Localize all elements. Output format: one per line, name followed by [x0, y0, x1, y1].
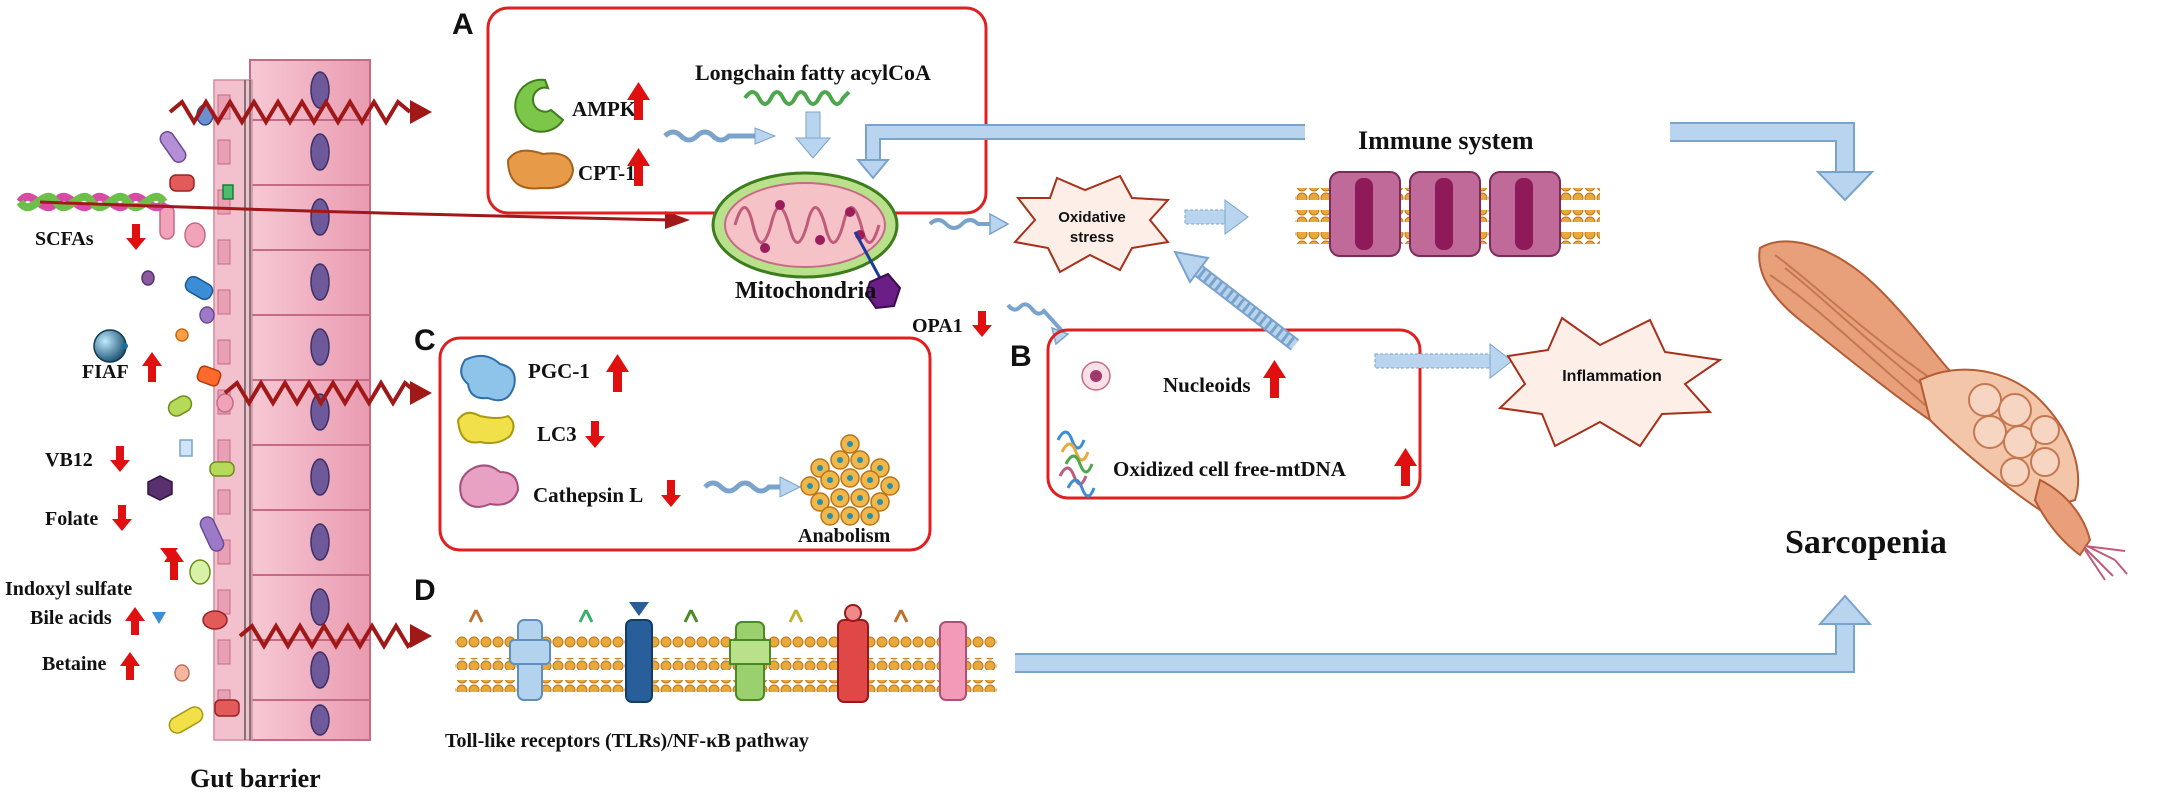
- panel-d-to-sarcopenia-arrow: [1015, 594, 1873, 673]
- wave-arrow-to-panel-d: [238, 622, 426, 650]
- wave-arrow-to-panel-a: [168, 98, 412, 126]
- fiaf-up-arrow: [142, 352, 162, 382]
- stress-to-immune-arrow: [1184, 199, 1249, 235]
- oxidative-stress-line1: Oxidative: [1058, 209, 1126, 226]
- panel-c: C PGC-1 LC3 Cathepsin L Anabolism: [414, 324, 932, 552]
- bile-acids-marker: [152, 612, 166, 624]
- betaine-up-arrow: [120, 652, 140, 680]
- tlr-receptors: [509, 602, 967, 703]
- panel-b-letter: B: [1010, 340, 1032, 373]
- cathepsin-shape: [459, 464, 520, 508]
- panel-b-to-inflammation-arrow: [1374, 342, 1513, 380]
- folate-down-arrow: [112, 505, 132, 531]
- wave-arrow-to-panel-c: [223, 379, 423, 407]
- cpt1-label: CPT-1: [578, 161, 636, 185]
- cathepsin-down-arrow: [661, 480, 681, 507]
- tlr-ligands: [468, 609, 909, 623]
- barrier-crossing-heads: [410, 100, 690, 648]
- fiaf-particle-dot: [122, 343, 128, 349]
- cfdna-up-arrow: [1394, 448, 1417, 486]
- ampk-up-arrow: [627, 82, 650, 120]
- cathepsin-label: Cathepsin L: [533, 483, 643, 507]
- vb12-down-arrow: [110, 446, 130, 472]
- scfas-down-arrow: [126, 224, 146, 250]
- inflammation-label: Inflammation: [1562, 368, 1662, 385]
- cpt1-shape: [506, 149, 575, 190]
- mito-wave-heads: [989, 212, 1070, 346]
- mito-wave-arrows: [928, 218, 1064, 333]
- inflammation: Inflammation: [1497, 316, 1723, 448]
- nucleoids-up-arrow: [1263, 360, 1286, 398]
- metabolite-label-fiaf: FIAF: [82, 361, 129, 383]
- cpt1-up-arrow: [627, 148, 650, 186]
- panel-a: A AMPK CPT-1 Longchain fatty acylCoA: [452, 6, 988, 215]
- fiaf-particle: [93, 329, 127, 363]
- tlr-pathway-label: Toll-like receptors (TLRs)/NF-κB pathway: [445, 730, 809, 752]
- metabolite-label-bile-acids: Bile acids: [30, 607, 112, 629]
- line-to-mitochondria: [39, 200, 673, 222]
- panel-d: D Toll-like receptors (TLRs)/NF-κB pathw…: [414, 574, 997, 752]
- gut-barrier: SCFAs FIAF VB12 Folate Indoxyl sulfate B…: [5, 59, 371, 793]
- cathepsin-to-anabolism-wave: [703, 480, 789, 494]
- mitochondria-label: Mitochondria: [735, 278, 876, 304]
- metabolite-label-indoxyl-sulfate: Indoxyl sulfate: [5, 578, 132, 600]
- panel-c-letter: C: [414, 324, 436, 357]
- pgc1-shape: [460, 354, 516, 402]
- pgc1-label: PGC-1: [528, 359, 590, 383]
- opa1-protein: [864, 272, 902, 310]
- acyl-coa-down-arrow: [794, 111, 832, 159]
- acyl-coa-label: Longchain fatty acylCoA: [695, 60, 931, 85]
- immune-to-sarcopenia-arrow: [1670, 122, 1875, 202]
- metabolite-arrows: [110, 224, 184, 680]
- pgc1-up-arrow: [606, 354, 629, 392]
- lc3-down-arrow: [585, 421, 605, 448]
- metabolite-label-betaine: Betaine: [42, 653, 107, 675]
- lc3-label: LC3: [537, 422, 577, 446]
- barrier-crossing-arrows: [39, 98, 673, 650]
- immune-system-label: Immune system: [1358, 126, 1534, 155]
- ampk-label: AMPK: [572, 97, 637, 121]
- gut-cell-column: [213, 59, 371, 741]
- metabolite-label-scfas: SCFAs: [35, 228, 94, 250]
- opa1-label: OPA1: [912, 315, 963, 337]
- nucleoid-to-stress-arrow: [1173, 250, 1300, 351]
- oxidative-stress: Oxidative stress: [1013, 174, 1171, 274]
- acyl-coa-molecule: [743, 90, 851, 106]
- gut-metabolite-list: SCFAs FIAF VB12 Folate Indoxyl sulfate B…: [5, 228, 132, 675]
- sarcopenia-label: Sarcopenia: [1785, 524, 1947, 561]
- immune-system: Immune system: [1295, 126, 1600, 257]
- cfdna-label: Oxidized cell free-mtDNA: [1113, 457, 1347, 481]
- panel-b: B Nucleoids Oxidized cell free-mtDNA: [1010, 328, 1422, 500]
- anabolism-label: Anabolism: [798, 525, 891, 547]
- panel-c-box: [438, 336, 932, 552]
- gut-barrier-title: Gut barrier: [190, 764, 321, 793]
- nucleoids-label: Nucleoids: [1163, 373, 1251, 397]
- oxidative-stress-line2: stress: [1070, 229, 1114, 246]
- metabolite-label-vb12: VB12: [45, 449, 93, 471]
- panel-d-letter: D: [414, 574, 436, 607]
- bile-acids-up-arrow: [125, 607, 145, 635]
- panel-a-letter: A: [452, 8, 474, 41]
- lc3-shape: [456, 411, 515, 445]
- panel-b-box: [1046, 328, 1422, 500]
- indoxyl-down-marker: [160, 548, 178, 560]
- mitochondria: Mitochondria OPA1: [711, 171, 992, 337]
- immune-feedback-arrow: [855, 124, 1305, 180]
- cfdna-icon: [1056, 430, 1096, 498]
- muscle-illustration: [1758, 240, 2128, 581]
- ampk-to-coa-wave: [663, 129, 759, 143]
- ampk-shape: [514, 78, 565, 133]
- metabolite-label-folate: Folate: [45, 508, 98, 530]
- opa1-down-arrow: [972, 311, 992, 337]
- gut-bacteria: [141, 104, 240, 734]
